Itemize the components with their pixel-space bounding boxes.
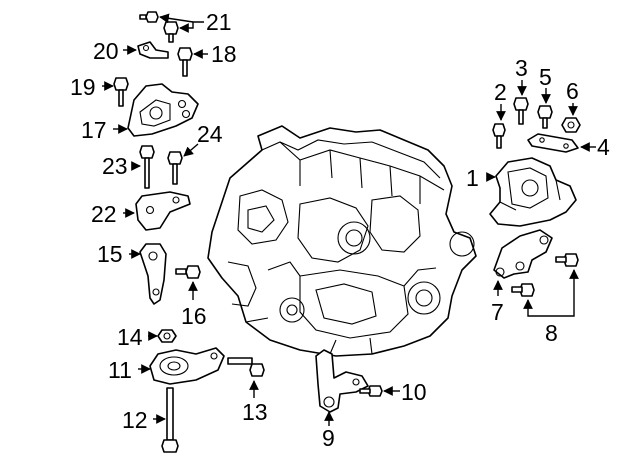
callout-6: 6: [566, 78, 579, 104]
callout-10: 10: [401, 379, 427, 405]
part-16-bolt: [175, 265, 201, 279]
callout-21: 21: [206, 9, 232, 35]
part-15-bracket: [139, 243, 167, 305]
part-10-bolt: [359, 385, 383, 397]
callout-11: 11: [108, 357, 132, 383]
callout-24: 24: [197, 121, 223, 147]
callout-9: 9: [322, 425, 335, 451]
callout-13: 13: [242, 399, 268, 425]
part-9-bracket: [315, 349, 369, 413]
part-18-bolt: [177, 47, 193, 77]
part-20-bracket: [137, 41, 169, 59]
callout-19: 19: [70, 74, 96, 100]
part-24-bolt: [167, 151, 183, 185]
callout-15: 15: [97, 241, 123, 267]
engine-illustration: [207, 125, 477, 357]
part-13-bolt: [227, 357, 265, 377]
callout-1: 1: [466, 165, 479, 191]
part-3-bolt: [513, 97, 529, 125]
part-6-nut: [561, 117, 581, 133]
callout-3: 3: [515, 55, 528, 81]
part-19-bolt: [113, 77, 129, 107]
part-8-bolts: [511, 253, 579, 297]
part-17-engine-mount: [127, 83, 199, 137]
callout-12: 12: [122, 407, 148, 433]
callout-23: 23: [102, 153, 128, 179]
callout-14: 14: [117, 324, 143, 350]
callout-22: 22: [91, 201, 117, 227]
part-2-bolt: [492, 123, 506, 149]
callout-7: 7: [491, 299, 504, 325]
callout-8: 8: [545, 320, 558, 346]
part-1-engine-mount: [489, 157, 577, 227]
callout-17: 17: [81, 117, 107, 143]
part-12-bolt: [161, 387, 179, 453]
leader-lines: [102, 13, 596, 426]
part-21-bolts: [139, 11, 179, 43]
part-5-bolt: [537, 105, 553, 129]
callout-labels: 1 2 3 4 5 6 7 8 9 10 11 12 13 14 15 16 1…: [70, 9, 610, 451]
part-23-bolt: [139, 145, 155, 189]
callout-16: 16: [181, 303, 207, 329]
part-4-bracket: [527, 133, 579, 153]
part-7-bracket: [493, 229, 553, 279]
callout-5: 5: [539, 64, 552, 90]
callout-4: 4: [597, 134, 610, 160]
callout-20: 20: [93, 38, 119, 64]
part-14-nut: [157, 329, 177, 343]
callout-18: 18: [211, 41, 237, 67]
part-11-engine-mount: [149, 347, 225, 385]
callout-2: 2: [494, 79, 507, 105]
part-22-bracket: [135, 191, 191, 231]
